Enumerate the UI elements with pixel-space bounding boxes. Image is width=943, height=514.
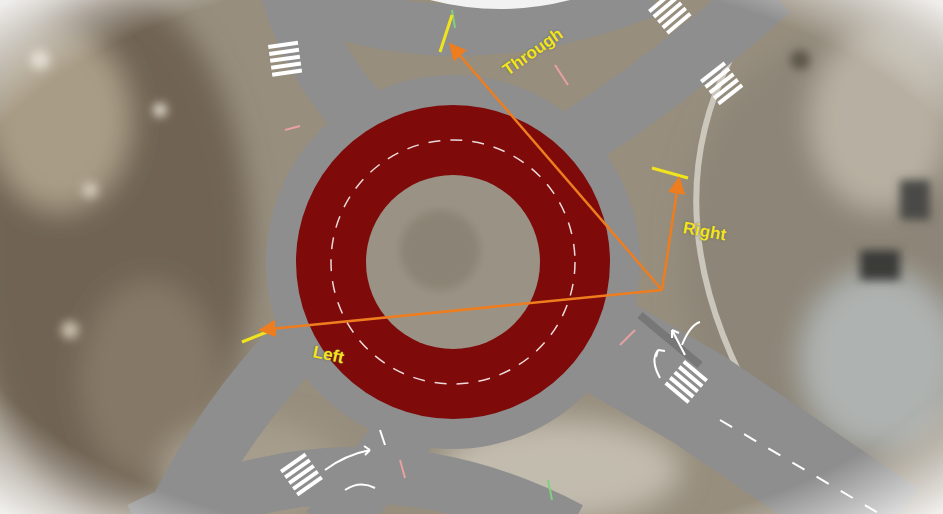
movement-label: Through <box>500 25 567 80</box>
movement-label: Left <box>311 343 345 368</box>
movement-label: Right <box>681 219 727 245</box>
